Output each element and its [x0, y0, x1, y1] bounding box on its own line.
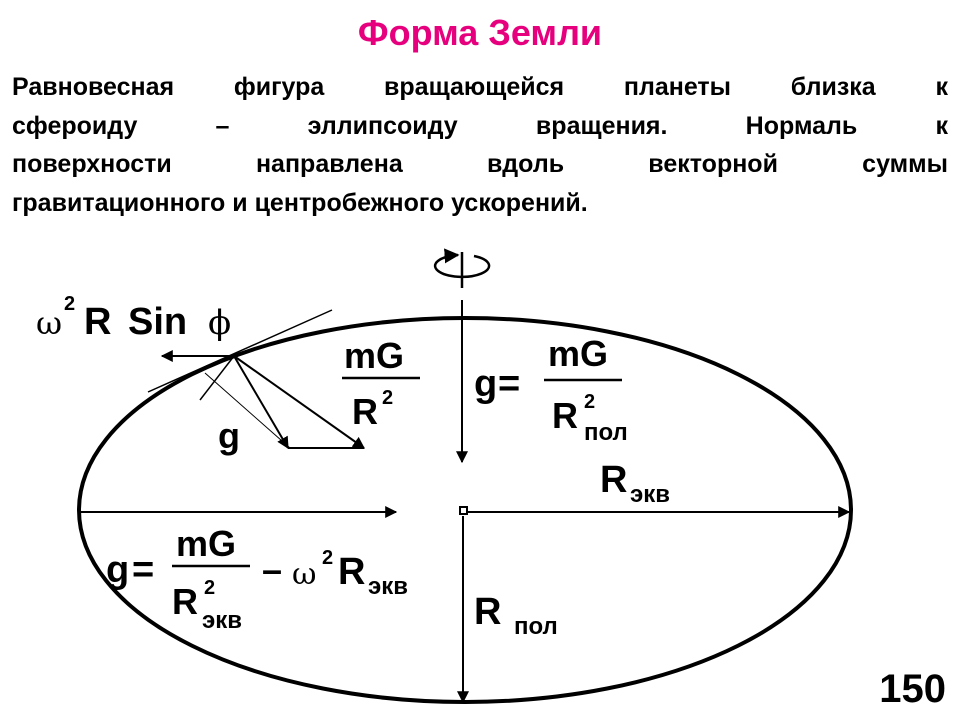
pole-exponent: 2	[584, 391, 595, 413]
center-point	[459, 506, 468, 515]
r-equatorial-label: R	[600, 459, 627, 501]
grav-fraction-numerator: mG	[344, 335, 404, 376]
gravity-arrow	[233, 355, 365, 449]
grav-fraction-exponent: 2	[382, 387, 393, 409]
paragraph-line: сфероиду – эллипсоиду вращения. Нормаль …	[12, 111, 948, 140]
pole-g: g	[474, 363, 497, 405]
equator-eq: =	[132, 549, 154, 591]
equator-den-exponent: 2	[204, 577, 215, 599]
tangent-line	[147, 309, 333, 393]
paragraph-line: гравитационного и центробежного ускорени…	[12, 188, 588, 217]
r-equatorial-subscript: экв	[630, 481, 670, 508]
rotation-arrow-icon	[433, 248, 491, 288]
paragraph-line: Равновесная фигура вращающейся планеты б…	[12, 73, 948, 101]
r-polar-label: R	[474, 591, 501, 633]
centrifugal-sin: Sin	[128, 301, 187, 343]
phi-symbol: ϕ	[208, 303, 231, 343]
equator-R-subscript: экв	[368, 573, 408, 600]
g-vector-label: g	[218, 415, 240, 456]
resultant-g-arrow	[233, 355, 289, 450]
normal-line	[199, 355, 235, 401]
equator-omega-exponent: 2	[322, 547, 333, 569]
construction-line	[204, 372, 291, 449]
equator-den-subscript: экв	[202, 607, 242, 634]
equator-g: g	[106, 549, 129, 591]
equator-omega: ω	[292, 557, 316, 592]
pole-numerator: mG	[548, 333, 608, 374]
centrifugal-R: R	[84, 301, 111, 343]
paragraph-line: поверхности направлена вдоль векторной с…	[12, 150, 948, 178]
equator-denominator: R	[172, 581, 198, 622]
pole-subscript: пол	[584, 419, 628, 446]
equator-numerator: mG	[176, 523, 236, 564]
equator-R: R	[338, 551, 365, 593]
grav-fraction-denominator: R	[352, 391, 378, 432]
pole-eq: =	[498, 363, 520, 405]
omega-symbol: ω	[36, 304, 62, 342]
page-number: 150	[879, 667, 946, 711]
description-paragraph: Равновесная фигура вращающейся планеты б…	[12, 68, 948, 222]
omega-exponent: 2	[64, 293, 75, 315]
r-polar-subscript: пол	[514, 613, 558, 640]
pole-denominator: R	[552, 395, 578, 436]
equator-minus: –	[262, 549, 282, 590]
page-title: Форма Земли	[357, 12, 603, 53]
